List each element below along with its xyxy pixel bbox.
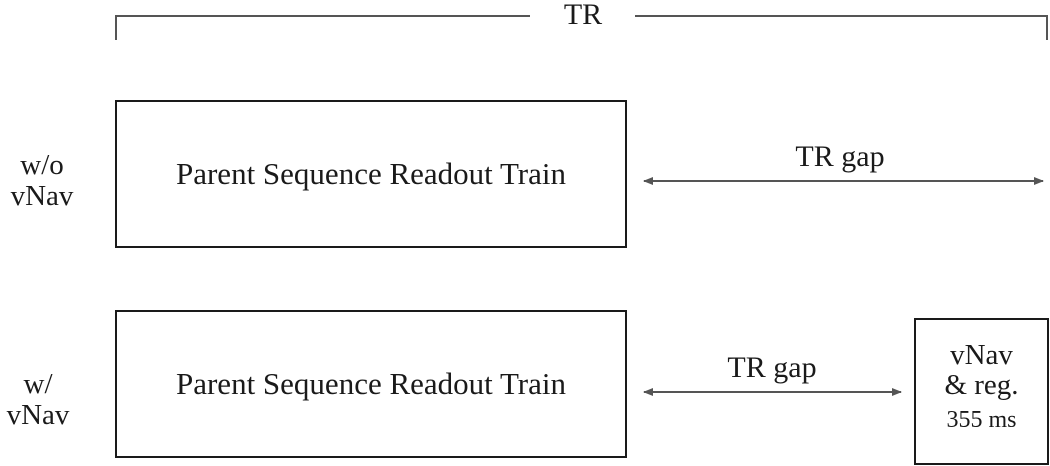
vnav-box-line3: 355 ms [946, 407, 1017, 433]
vnav-registration-box: vNav & reg. 355 ms [914, 318, 1049, 465]
vnav-box-line1: vNav [950, 339, 1013, 371]
parent-sequence-label: Parent Sequence Readout Train [175, 366, 566, 401]
tr-label: TR [563, 0, 603, 31]
parent-sequence-box-row1: Parent Sequence Readout Train [115, 100, 627, 248]
row-label-line2: vNav [10, 180, 74, 212]
row-label-line1: w/o [20, 149, 64, 181]
parent-sequence-box-row2: Parent Sequence Readout Train [115, 310, 627, 458]
row-label-without-vnav: w/o vNav [2, 150, 82, 212]
row-label-line1: w/ [23, 368, 53, 400]
vnav-box-line2: & reg. [944, 369, 1019, 401]
row-label-with-vnav: w/ vNav [0, 369, 78, 431]
parent-sequence-label: Parent Sequence Readout Train [175, 156, 566, 191]
tr-bracket [115, 15, 1048, 40]
row-label-line2: vNav [6, 399, 70, 431]
tr-gap-label-row1: TR gap [795, 140, 885, 173]
tr-gap-label-row2: TR gap [727, 351, 817, 384]
